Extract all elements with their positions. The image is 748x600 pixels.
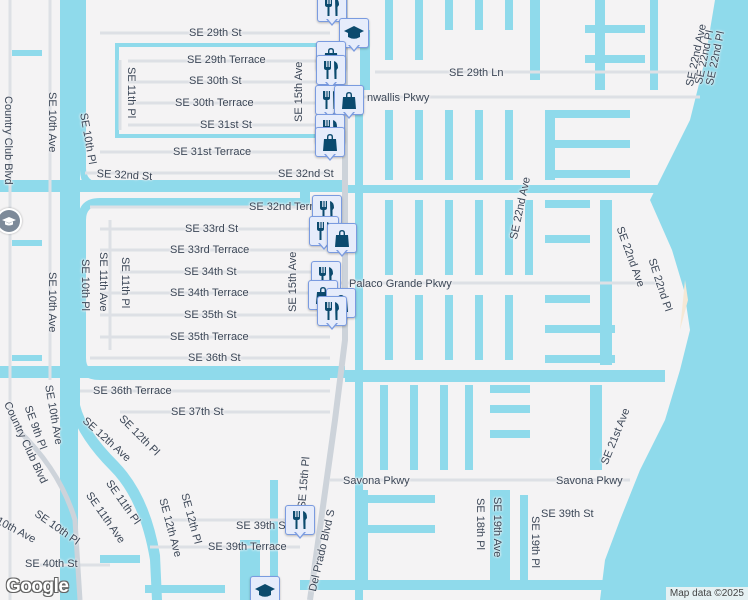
marker-restaurant[interactable] — [316, 55, 346, 89]
graduation-cap-icon — [255, 584, 275, 597]
street-label-se-36th-terrace: SE 36th Terrace — [93, 385, 172, 397]
street-label-se-32nd-terrace: SE 32nd Terrace — [249, 201, 331, 213]
marker-restaurant[interactable] — [317, 296, 347, 330]
marker-shopping[interactable] — [334, 85, 364, 119]
street-label-se-30th-st: SE 30th St — [189, 75, 242, 87]
street-label-se-35th-st: SE 35th St — [184, 309, 237, 321]
street-label-palaco-grande-pkwy: Palaco Grande Pkwy — [349, 278, 452, 290]
map-attribution[interactable]: Map data ©2025 — [665, 587, 748, 600]
fork-knife-icon — [324, 61, 338, 79]
street-label-se-29th-terrace: SE 29th Terrace — [187, 54, 266, 66]
marker-shopping[interactable] — [315, 127, 345, 161]
street-label-se-29th-ln: SE 29th Ln — [449, 67, 504, 79]
street-label-se-11th-pl-mid: SE 11th Pl — [119, 257, 131, 309]
street-label-se-32nd-st-right: SE 32nd St — [278, 168, 334, 180]
marker-school[interactable] — [339, 18, 369, 52]
marker-restaurant[interactable] — [285, 505, 315, 539]
street-label-se-29th-st: SE 29th St — [189, 27, 242, 39]
street-label-se-35th-terrace: SE 35th Terrace — [170, 331, 249, 343]
street-label-se-37th-st: SE 37th St — [171, 406, 224, 418]
school-poi[interactable] — [0, 208, 22, 234]
street-label-se-10th-ave-top: SE 10th Ave — [46, 92, 58, 153]
street-label-se-15th-ave-top: SE 15th Ave — [293, 61, 305, 122]
fork-knife-icon — [320, 201, 334, 219]
street-label-se-34th-st: SE 34th St — [184, 266, 237, 278]
shopping-bag-icon — [342, 92, 356, 109]
street-label-se-11th-ave-mid: SE 11th Ave — [97, 252, 109, 312]
street-label-se-19th-pl: SE 19th Pl — [529, 516, 541, 568]
fork-knife-icon — [325, 302, 339, 320]
street-label-se-31st-st: SE 31st St — [200, 119, 252, 131]
street-label-se-11th-pl-top: SE 11th Pl — [125, 67, 137, 119]
street-label-se-33rd-terrace: SE 33rd Terrace — [170, 244, 250, 256]
street-label-se-19th-ave: SE 19th Ave — [491, 497, 503, 558]
shopping-bag-icon — [335, 230, 349, 247]
fork-knife-icon — [323, 91, 337, 109]
street-label-se-34th-terrace: SE 34th Terrace — [170, 287, 249, 299]
street-label-cornwallis-pkwy: nwallis Pkwy — [367, 92, 430, 104]
street-label-se-31st-terrace: SE 31st Terrace — [173, 146, 252, 158]
street-label-se-15th-ave-mid: SE 15th Ave — [287, 251, 299, 312]
street-label-se-10th-ave-mid: SE 10th Ave — [46, 272, 58, 333]
marker-school[interactable] — [250, 576, 280, 600]
graduation-cap-icon — [0, 210, 20, 232]
marker-shopping[interactable] — [327, 223, 357, 257]
street-label-se-33rd-st: SE 33rd St — [185, 223, 239, 235]
street-label-se-30th-terrace: SE 30th Terrace — [175, 97, 254, 109]
street-label-se-39th-st-right: SE 39th St — [541, 508, 594, 520]
street-label-se-39th-st-left: SE 39th St — [236, 520, 289, 532]
street-label-savona-pkwy-right: Savona Pkwy — [556, 475, 623, 487]
fork-knife-icon — [293, 511, 307, 529]
street-label-se-10th-pl-mid: SE 10th Pl — [79, 259, 91, 311]
street-label-se-40th-st: SE 40th St — [25, 558, 78, 570]
fork-knife-icon — [325, 0, 339, 16]
street-label-se-18th-pl: SE 18th Pl — [474, 498, 486, 550]
street-label-country-club-blvd-top: Country Club Blvd — [2, 96, 14, 185]
graduation-cap-icon — [344, 26, 364, 39]
marker-restaurant[interactable] — [317, 0, 347, 26]
street-label-savona-pkwy-left: Savona Pkwy — [343, 475, 410, 487]
shopping-bag-icon — [323, 134, 337, 151]
street-label-se-36th-st: SE 36th St — [188, 352, 241, 364]
google-logo: Google — [6, 576, 69, 597]
street-label-se-39th-terrace: SE 39th Terrace — [208, 541, 287, 553]
